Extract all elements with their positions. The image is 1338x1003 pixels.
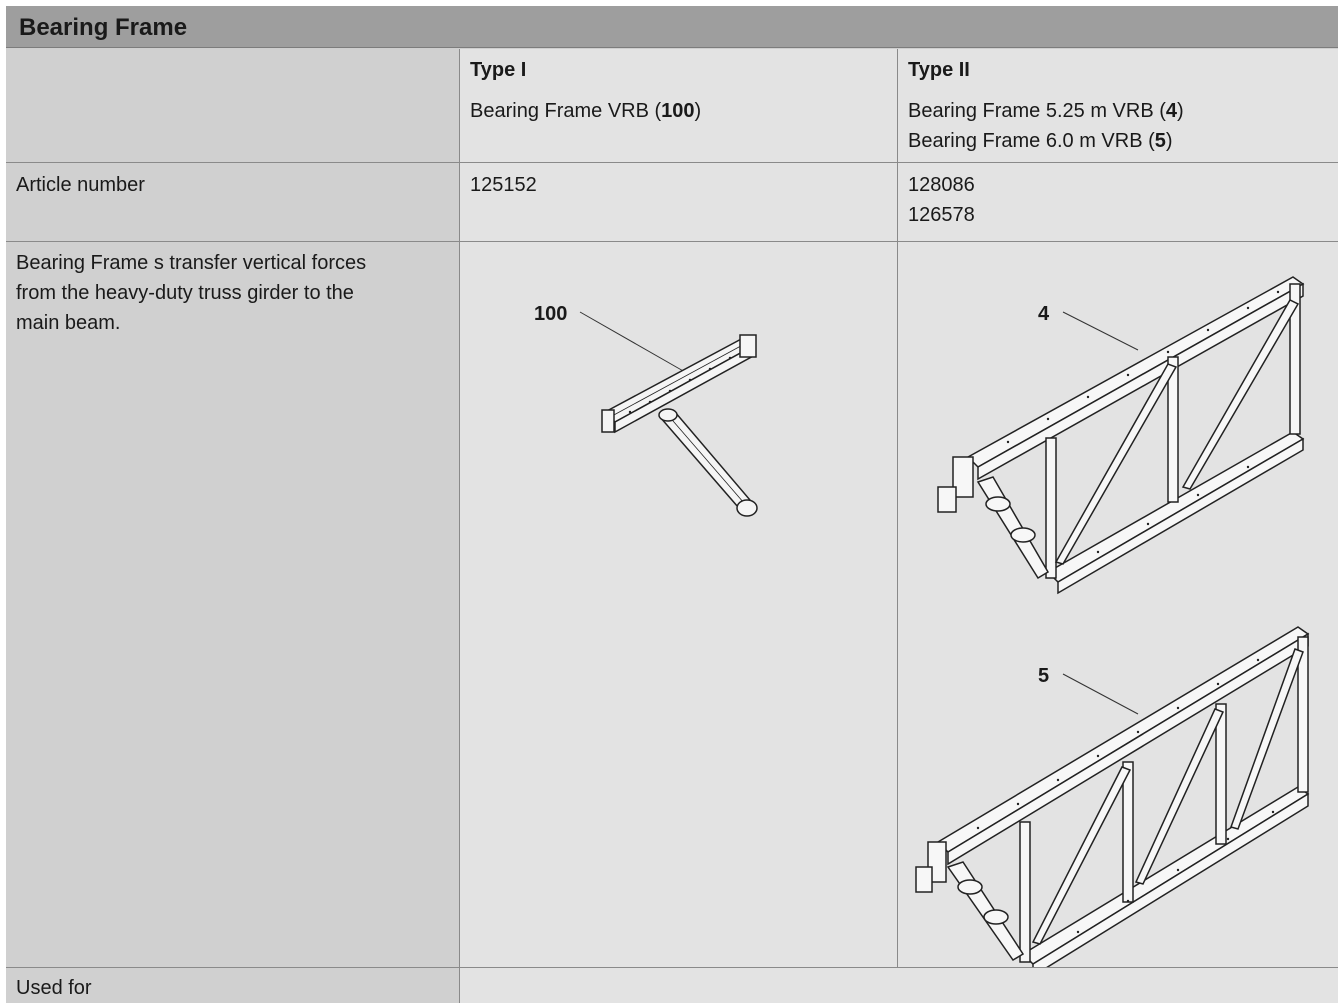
grid-line (6, 241, 1338, 242)
bearing-frame-5-25m-drawing (915, 276, 1310, 978)
table-title: Bearing Frame (19, 14, 188, 41)
article-type2-value-2: 126578 (908, 204, 975, 226)
used-for-label: Used for (16, 977, 92, 999)
used-for-value-cell (460, 968, 1338, 1003)
type1-name: Bearing Frame VRB (100) (470, 100, 702, 122)
article-label: Article number (16, 174, 145, 196)
used-for-label-cell: Used for (6, 968, 459, 1003)
article-label-cell: Article number (6, 163, 459, 241)
callout-5: 5 (1038, 665, 1050, 687)
type2-name-1: Bearing Frame 5.25 m VRB (4) (908, 100, 1184, 122)
col-type1-heading: Type I (470, 59, 527, 81)
type1-header-cell: Type I Bearing Frame VRB (100) (460, 49, 897, 162)
grid-line (897, 49, 898, 967)
grid-line (6, 162, 1338, 163)
callout-4: 4 (1038, 303, 1050, 325)
type2-name-2: Bearing Frame 6.0 m VRB (5) (908, 130, 1173, 152)
description-line-3: main beam. (16, 312, 121, 334)
type1-drawing-cell: 100 (460, 242, 897, 967)
type2-header-cell: Type II Bearing Frame 5.25 m VRB (4) Bea… (898, 49, 1338, 162)
col-type2-heading: Type II (908, 59, 970, 81)
description-line-2: from the heavy-duty truss girder to the (16, 282, 354, 304)
article-type2-cell: 128086 126578 (898, 163, 1338, 241)
bearing-frame-table: Bearing Frame Type I Bearing Frame VRB (… (6, 6, 1338, 1003)
description-cell: Bearing Frame s transfer vertical forces… (6, 242, 459, 967)
table-header: Bearing Frame (6, 6, 1338, 48)
grid-line (459, 49, 460, 1003)
row-names-label-cell (6, 49, 459, 162)
type2-drawing-cell: 4 5 (898, 242, 1338, 978)
article-type2-value-1: 128086 (908, 174, 975, 196)
callout-100: 100 (534, 303, 568, 325)
grid-line (6, 967, 1338, 968)
article-type1-value: 125152 (470, 174, 537, 196)
description-line-1: Bearing Frame s transfer vertical forces (16, 252, 367, 274)
bearing-frame-type1-drawing (579, 311, 758, 517)
article-type1-cell: 125152 (460, 163, 897, 241)
